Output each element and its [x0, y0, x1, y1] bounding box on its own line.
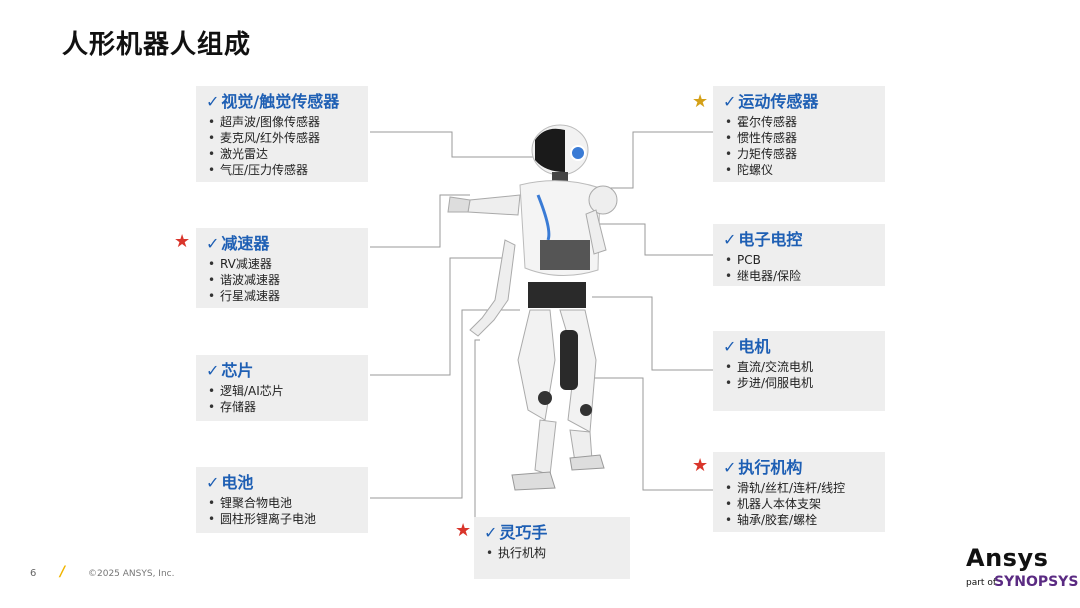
check-icon: ✓: [723, 337, 737, 356]
list-item: 滑轨/丝杠/连杆/线控: [723, 480, 875, 496]
list-item: 步进/伺服电机: [723, 375, 875, 391]
list-item: 惯性传感器: [723, 130, 875, 146]
list-item: 锂聚合物电池: [206, 495, 358, 511]
star-icon: ★: [692, 455, 709, 476]
list-item: RV减速器: [206, 256, 358, 272]
check-icon: ✓: [723, 92, 737, 111]
list-item: 逻辑/AI芯片: [206, 383, 358, 399]
ansys-slash-icon: /: [60, 564, 66, 580]
check-icon: ✓: [206, 361, 220, 380]
component-heading: 灵巧手: [499, 523, 548, 542]
list-item: 行星减速器: [206, 288, 358, 304]
list-item: 圆柱形锂离子电池: [206, 511, 358, 527]
component-actuator: ✓执行机构 滑轨/丝杠/连杆/线控 机器人本体支架 轴承/胶套/螺栓: [713, 452, 885, 532]
list-item: 力矩传感器: [723, 146, 875, 162]
ansys-logo: Ansys: [966, 544, 1049, 572]
component-motor: ✓电机 直流/交流电机 步进/伺服电机: [713, 331, 885, 411]
list-item: 机器人本体支架: [723, 496, 875, 512]
list-item: 轴承/胶套/螺栓: [723, 512, 875, 528]
component-heading: 芯片: [221, 361, 254, 380]
check-icon: ✓: [723, 230, 737, 249]
slide-title: 人形机器人组成: [62, 30, 252, 60]
list-item: 谐波减速器: [206, 272, 358, 288]
check-icon: ✓: [206, 92, 220, 111]
component-heading: 电机: [738, 337, 771, 356]
component-heading: 减速器: [221, 234, 270, 253]
robot-illustration: [447, 124, 618, 491]
component-hand: ✓灵巧手 执行机构: [474, 517, 630, 579]
component-heading: 电池: [221, 473, 254, 492]
check-icon: ✓: [206, 234, 220, 253]
component-heading: 执行机构: [738, 458, 803, 477]
check-icon: ✓: [723, 458, 737, 477]
component-motion: ✓运动传感器 霍尔传感器 惯性传感器 力矩传感器 陀螺仪: [713, 86, 885, 182]
component-reducer: ✓减速器 RV减速器 谐波减速器 行星减速器: [196, 228, 368, 308]
list-item: 麦克风/红外传感器: [206, 130, 358, 146]
list-item: PCB: [723, 252, 875, 268]
component-heading: 电子电控: [738, 230, 803, 249]
list-item: 陀螺仪: [723, 162, 875, 178]
list-item: 气压/压力传感器: [206, 162, 358, 178]
component-battery: ✓电池 锂聚合物电池 圆柱形锂离子电池: [196, 467, 368, 533]
synopsys-logo: SYNOPSYS: [994, 574, 1079, 590]
list-item: 继电器/保险: [723, 268, 875, 284]
check-icon: ✓: [484, 523, 498, 542]
list-item: 超声波/图像传感器: [206, 114, 358, 130]
logo-part-of: part of: [966, 578, 996, 588]
star-icon: ★: [692, 91, 709, 112]
component-chip: ✓芯片 逻辑/AI芯片 存储器: [196, 355, 368, 421]
page-number: 6: [30, 568, 37, 579]
copyright-text: ©2025 ANSYS, Inc.: [88, 569, 175, 579]
star-icon: ★: [174, 231, 191, 252]
list-item: 霍尔传感器: [723, 114, 875, 130]
star-icon: ★: [455, 520, 472, 541]
list-item: 执行机构: [484, 545, 620, 561]
check-icon: ✓: [206, 473, 220, 492]
component-heading: 运动传感器: [738, 92, 819, 111]
component-vision: ✓视觉/触觉传感器 超声波/图像传感器 麦克风/红外传感器 激光雷达 气压/压力…: [196, 86, 368, 182]
component-heading: 视觉/触觉传感器: [221, 92, 340, 111]
component-electronics: ✓电子电控 PCB 继电器/保险: [713, 224, 885, 286]
list-item: 激光雷达: [206, 146, 358, 162]
list-item: 直流/交流电机: [723, 359, 875, 375]
list-item: 存储器: [206, 399, 358, 415]
